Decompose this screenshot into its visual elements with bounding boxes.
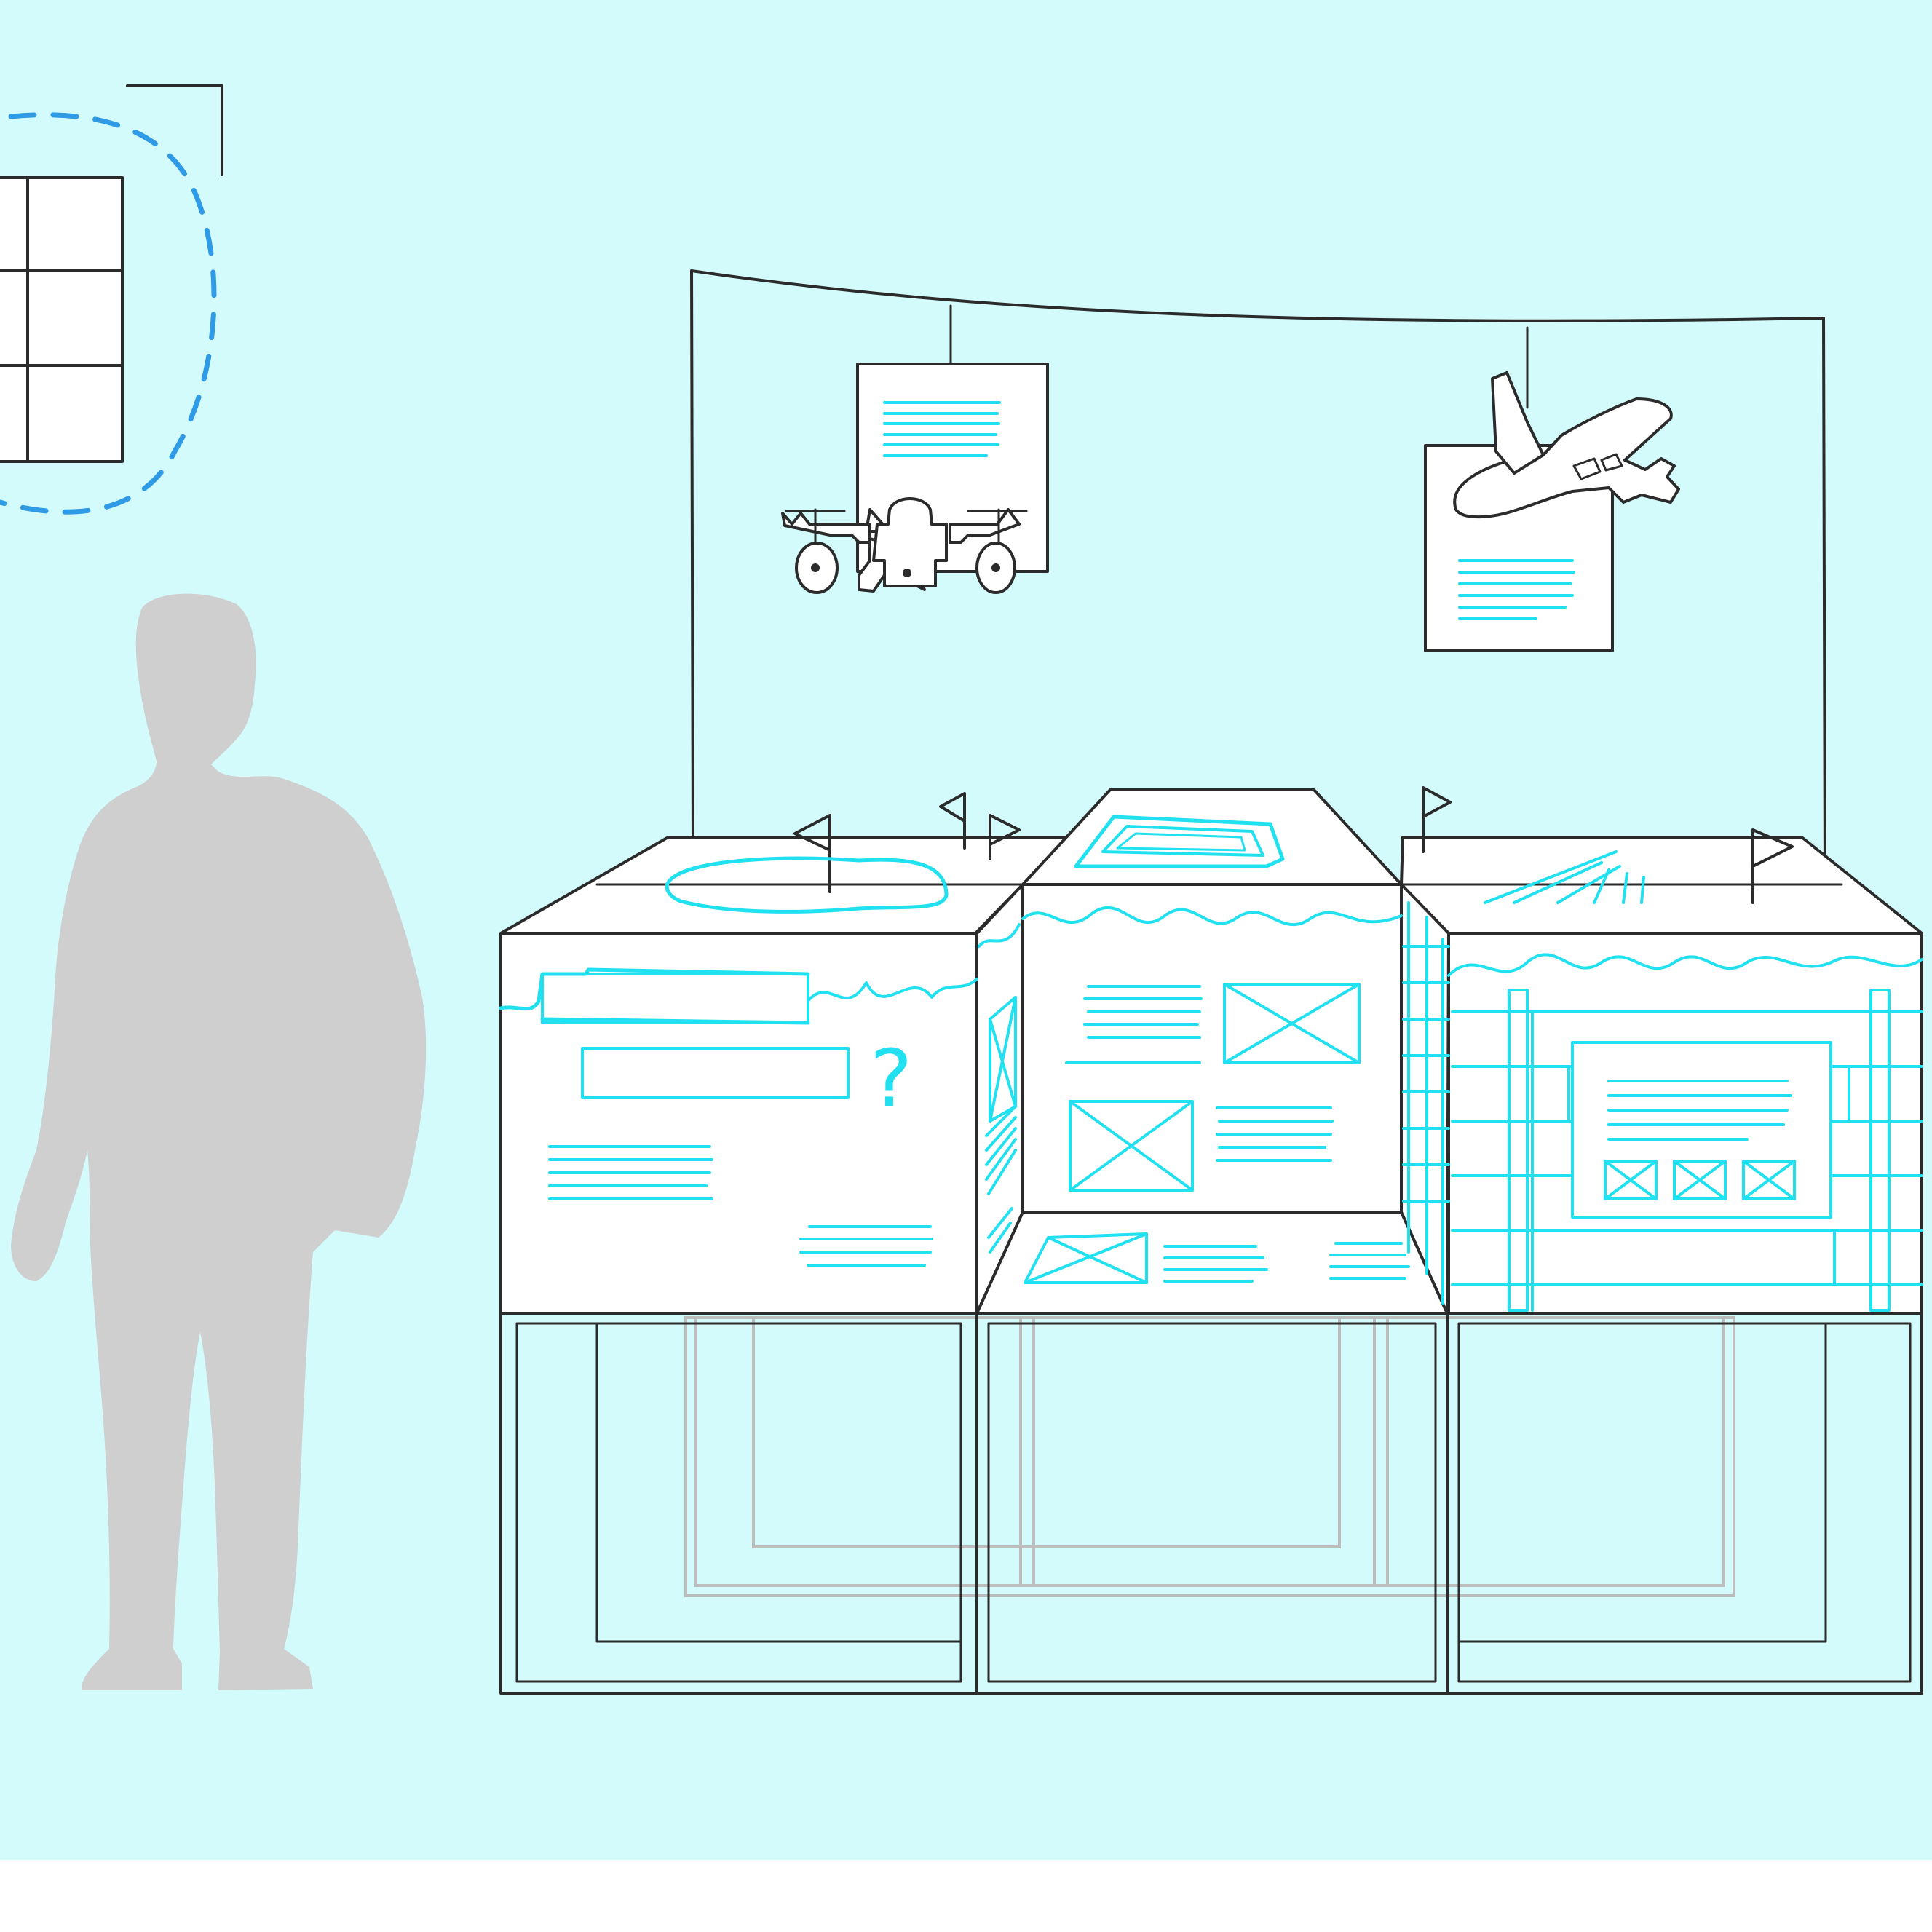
left-panel-content (499, 967, 978, 1267)
center-bottom-panel-content (1024, 1232, 1410, 1284)
zone-boundary-dashed (0, 112, 217, 515)
floor-grid-icon (0, 84, 223, 463)
drone-model-icon (781, 497, 1028, 594)
right-side-panel-content (1402, 901, 1450, 1305)
top-streak-scribble (1484, 850, 1645, 904)
hanging-banner (690, 269, 1826, 882)
flag-icon (793, 786, 1794, 904)
top-runway-scribble (1074, 815, 1285, 868)
table-base (499, 1312, 1923, 1695)
table-top-surfaces (499, 788, 1923, 935)
question-mark-annotation: ? (870, 1032, 912, 1125)
top-lake-scribble (665, 856, 949, 914)
person-silhouette-icon (11, 593, 427, 1691)
right-panel-content (1447, 953, 1923, 1312)
airplane-model-icon (1453, 371, 1680, 519)
bottom-margin (0, 1860, 1932, 1932)
center-panel-content (1021, 906, 1403, 1192)
left-side-panel-content (978, 923, 1021, 1254)
